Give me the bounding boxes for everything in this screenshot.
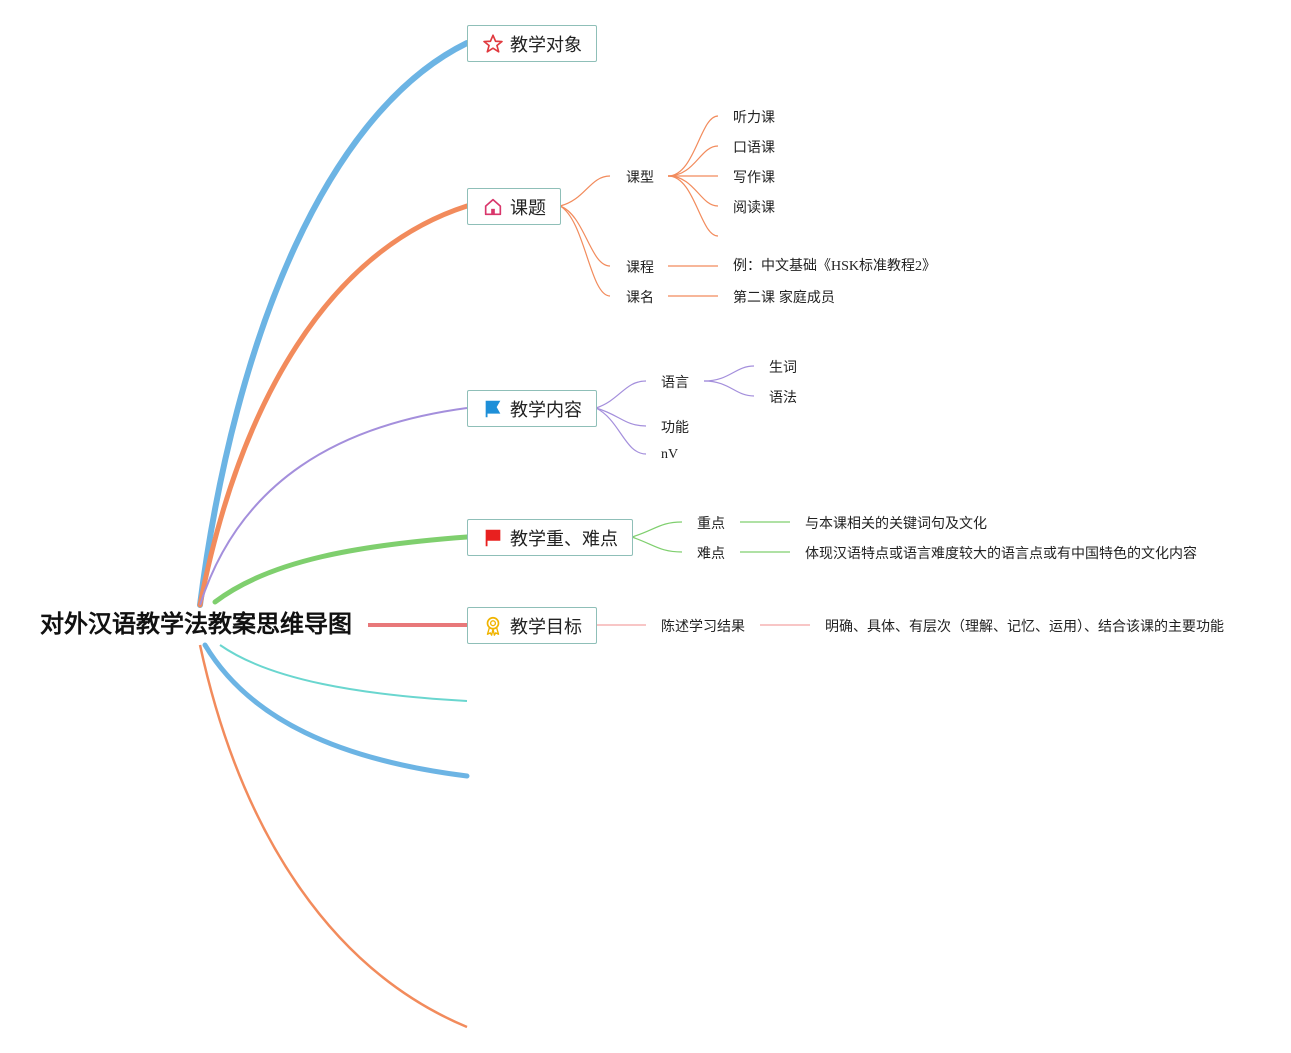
course-type-item[interactable]: 阅读课 xyxy=(733,199,775,215)
topic-label: 教学重、难点 xyxy=(510,528,618,549)
difficult-point-node[interactable]: 难点 xyxy=(697,545,725,561)
topic-teaching-content[interactable]: 教学内容 xyxy=(467,390,597,427)
topic-label: 教学对象 xyxy=(510,34,582,55)
branch-line-t1 xyxy=(197,40,470,608)
star-icon xyxy=(482,33,504,55)
branch-line-empty-blue xyxy=(202,642,470,779)
t3-links xyxy=(595,365,755,455)
branch-line-empty-teal xyxy=(219,644,468,702)
topic-teaching-target[interactable]: 教学对象 xyxy=(467,25,597,62)
topic-label: 教学内容 xyxy=(510,399,582,420)
award-ribbon-icon xyxy=(482,615,504,637)
red-flag-icon xyxy=(482,527,504,549)
nv-node[interactable]: nV xyxy=(661,447,679,462)
branch-line-t2 xyxy=(197,203,470,608)
t2-links xyxy=(559,115,719,297)
language-item[interactable]: 语法 xyxy=(769,389,797,405)
learning-result-value[interactable]: 明确、具体、有层次（理解、记忆、运用）、结合该课的主要功能 xyxy=(825,618,1224,634)
course-value[interactable]: 例：中文基础《HSK标准教程2》 xyxy=(733,259,937,274)
topic-label: 课题 xyxy=(510,197,546,218)
topic-key-difficult-points[interactable]: 教学重、难点 xyxy=(467,519,633,556)
branch-line-t4 xyxy=(212,534,470,605)
function-node[interactable]: 功能 xyxy=(661,419,689,435)
language-item[interactable]: 生词 xyxy=(769,359,797,375)
course-type-item[interactable]: 口语课 xyxy=(733,139,775,155)
course-type-item[interactable]: 听力课 xyxy=(733,109,775,125)
course-type-item[interactable]: 写作课 xyxy=(733,169,775,185)
t4-links xyxy=(631,521,790,553)
learning-result-node[interactable]: 陈述学习结果 xyxy=(661,618,745,634)
branch-line-t3 xyxy=(199,407,468,606)
course-type-node[interactable]: 课型 xyxy=(626,169,654,185)
topic-lesson-title[interactable]: 课题 xyxy=(467,188,561,225)
lesson-name-node[interactable]: 课名 xyxy=(626,289,654,305)
branch-line-empty-orange xyxy=(198,644,468,1029)
blue-flag-icon xyxy=(482,398,504,420)
course-node[interactable]: 课程 xyxy=(626,259,654,275)
root-topic[interactable]: 对外汉语教学法教案思维导图 xyxy=(40,611,352,638)
key-point-value[interactable]: 与本课相关的关键词句及文化 xyxy=(805,515,987,531)
difficult-point-value[interactable]: 体现汉语特点或语言难度较大的语言点或有中国特色的文化内容 xyxy=(805,545,1197,561)
topic-label: 教学目标 xyxy=(510,616,582,637)
house-icon xyxy=(482,196,504,218)
topic-teaching-goals[interactable]: 教学目标 xyxy=(467,607,597,644)
language-node[interactable]: 语言 xyxy=(661,374,689,390)
key-point-node[interactable]: 重点 xyxy=(697,515,725,531)
lesson-name-value[interactable]: 第二课 家庭成员 xyxy=(733,289,835,305)
